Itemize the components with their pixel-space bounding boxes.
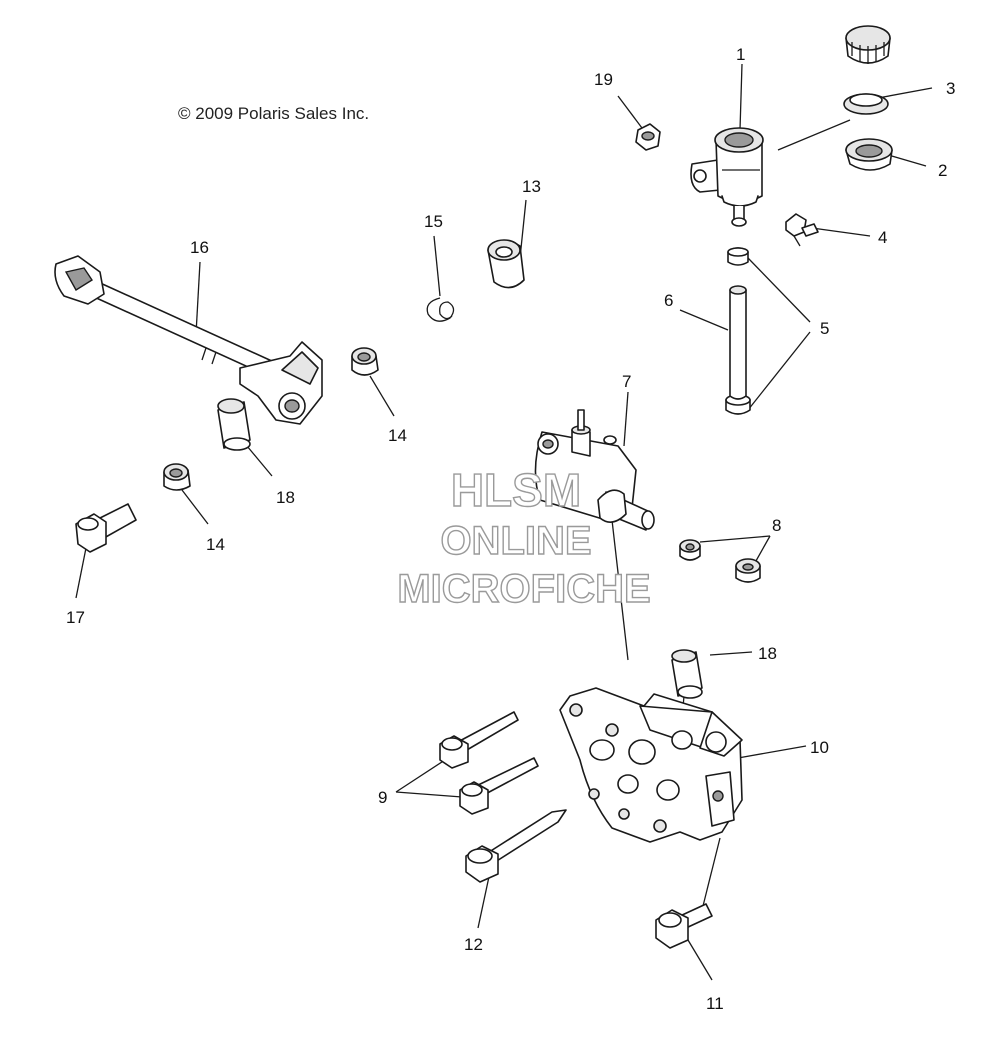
master-cylinder-part-7 — [534, 409, 655, 531]
callout-numbers: 1 2 3 4 5 6 7 8 9 10 11 12 13 14 14 15 1… — [66, 45, 955, 1013]
diaphragm-part-3 — [843, 93, 889, 115]
hose-part-6 — [729, 285, 747, 400]
callout-18a: 18 — [276, 488, 295, 507]
watermark: HLSM ONLINE MICROFICHE — [397, 463, 652, 611]
leader-6 — [679, 309, 729, 331]
callout-8: 8 — [772, 516, 781, 535]
leader-15 — [433, 235, 441, 297]
grommet-part-8b — [735, 558, 761, 583]
leader-9a — [395, 757, 449, 793]
leader-11 — [687, 939, 713, 981]
bushing-part-13 — [487, 239, 525, 289]
callout-7: 7 — [622, 372, 631, 391]
spacer-part-18a — [217, 398, 251, 451]
washer-part-14b — [163, 463, 191, 491]
callout-15: 15 — [424, 212, 443, 231]
callout-5: 5 — [820, 319, 829, 338]
leader-3 — [877, 87, 933, 99]
watermark-line-1: HLSM — [451, 464, 581, 516]
leader-9b — [395, 791, 463, 798]
watermark-line-2: ONLINE — [440, 519, 591, 563]
callout-19: 19 — [594, 70, 613, 89]
callout-16: 16 — [190, 238, 209, 257]
leader-5b — [747, 331, 811, 411]
leader-11b — [701, 837, 721, 911]
bolt-part-17 — [75, 503, 137, 553]
callout-13: 13 — [522, 177, 541, 196]
spacer-part-18b — [671, 649, 703, 699]
callout-9: 9 — [378, 788, 387, 807]
leader-7b — [611, 519, 629, 661]
callout-14a: 14 — [388, 426, 407, 445]
leader-18b — [709, 651, 753, 656]
leader-14a — [369, 375, 395, 417]
callout-18b: 18 — [758, 644, 777, 663]
leader-10 — [737, 745, 807, 759]
leader-16 — [195, 261, 201, 335]
callout-11: 11 — [706, 994, 724, 1013]
watermark-line-3: MICROFICHE — [397, 567, 650, 611]
callout-12: 12 — [464, 935, 483, 954]
leader-8a — [699, 535, 771, 543]
callout-10: 10 — [810, 738, 829, 757]
callout-2: 2 — [938, 161, 947, 180]
leader-14b — [181, 489, 209, 525]
callout-3: 3 — [946, 79, 955, 98]
copyright-text: © 2009 Polaris Sales Inc. — [178, 104, 369, 123]
bolt-part-9a — [439, 711, 519, 769]
callout-17: 17 — [66, 608, 85, 627]
brake-rod-part-16 — [54, 255, 323, 425]
nut-part-19 — [635, 123, 661, 151]
leader-4 — [811, 227, 871, 237]
bolt-part-9b — [459, 757, 539, 815]
screw-part-4 — [785, 213, 819, 247]
leader-12 — [477, 871, 491, 929]
leader-1 — [739, 63, 743, 131]
hose-clamp-part-5a — [727, 247, 749, 266]
spring-clip-part-15 — [426, 297, 455, 322]
leader-cap — [777, 119, 851, 151]
washer-part-14a — [351, 347, 379, 376]
plate-part-2 — [845, 138, 893, 171]
reservoir-cap-part — [845, 25, 891, 64]
leader-5a — [747, 257, 811, 323]
leader-7 — [623, 391, 629, 447]
callout-14b: 14 — [206, 535, 225, 554]
bracket-part-10 — [559, 687, 743, 843]
leader-17 — [75, 547, 87, 599]
callout-1: 1 — [736, 45, 745, 64]
callout-4: 4 — [878, 228, 887, 247]
bolt-part-12 — [465, 809, 567, 883]
grommet-part-8a — [679, 539, 701, 561]
bolt-part-11 — [655, 903, 713, 949]
callout-6: 6 — [664, 291, 673, 310]
leader-19 — [617, 95, 643, 129]
leader-lines — [75, 63, 933, 981]
master-cylinder-reservoir-part-1 — [690, 127, 764, 227]
